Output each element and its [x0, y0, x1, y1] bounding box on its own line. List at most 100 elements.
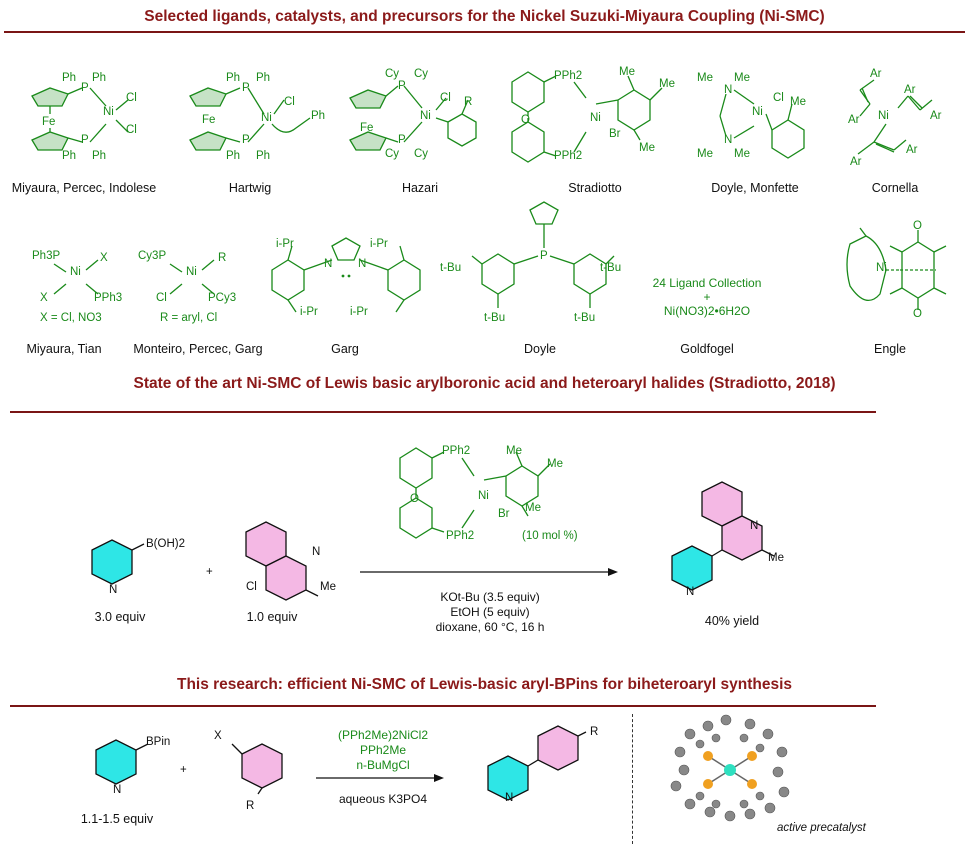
atom-o: O — [410, 493, 419, 505]
product-pyridine-n: N — [686, 586, 695, 598]
atom-me: Me — [734, 72, 750, 84]
atom-tbu: t-Bu — [574, 312, 596, 324]
tmeda-ni-structure — [719, 89, 805, 159]
reaction-1-condition: KOt-Bu (3.5 equiv) — [440, 590, 540, 604]
quinoline-n: N — [312, 546, 321, 558]
product-n: N — [750, 520, 759, 532]
atom-ph: Ph — [256, 72, 271, 84]
atom-ph: Ph — [62, 72, 77, 84]
atom-n: N — [324, 258, 333, 270]
boronic-acid-group: B(OH)2 — [146, 538, 185, 550]
atom-ph: Ph — [226, 150, 241, 162]
atom-me: Me — [659, 78, 675, 90]
atom-cy: Cy — [385, 148, 400, 160]
atom-tbu: t-Bu — [484, 312, 506, 324]
engle-structure — [846, 227, 947, 310]
ligand-label: Monteiro, Percec, Garg — [133, 342, 263, 356]
reaction-2-arrow — [316, 774, 444, 782]
miyaura-tian-note: X = Cl, NO3 — [40, 312, 102, 324]
atom-ni: Ni — [420, 110, 431, 122]
product-biheteroaryl — [671, 481, 775, 591]
atom-p: P — [81, 82, 89, 94]
atom-r: R — [464, 96, 473, 108]
cornella-structure — [857, 79, 933, 155]
atom-ni: Ni — [186, 266, 197, 278]
section-2-title: State of the art Ni-SMC of Lewis basic a… — [133, 375, 836, 392]
product-2-biaryl — [487, 725, 587, 801]
atom-ni: Ni — [878, 110, 889, 122]
ligand-label: Garg — [331, 342, 359, 356]
section-1-title: Selected ligands, catalysts, and precurs… — [144, 8, 825, 25]
section-2-rule — [10, 411, 876, 413]
atom-cy: Cy — [414, 68, 429, 80]
atom-me: Me — [639, 142, 655, 154]
atom-ni: Ni — [590, 112, 601, 124]
atom-pcy3: Cy3P — [138, 250, 167, 262]
atom-me: Me — [734, 148, 750, 160]
ligand-label: Hartwig — [228, 181, 272, 195]
product-2-r: R — [590, 726, 599, 738]
chloro: Cl — [246, 581, 257, 593]
plus-sign: + — [180, 764, 187, 776]
atom-p: P — [540, 250, 548, 262]
atom-br: Br — [609, 128, 621, 140]
atom-me: Me — [697, 148, 713, 160]
ligand-label: Stradiotto — [568, 181, 622, 195]
atom-tbu: t-Bu — [600, 262, 622, 274]
atom-me: Me — [697, 72, 713, 84]
atom-p: P — [398, 134, 406, 146]
atom-me: Me — [547, 458, 563, 470]
pyridine-n: N — [113, 784, 122, 796]
reagent2-equiv: 1.0 equiv — [246, 610, 298, 624]
ligand-label: Hazari — [401, 181, 439, 195]
atom-ph: Ph — [92, 72, 107, 84]
atom-p: P — [398, 80, 406, 92]
reaction-1-arrow — [360, 568, 618, 576]
ligand-label: Doyle — [524, 342, 556, 356]
atom-ipr: i-Pr — [350, 306, 368, 318]
ni-pcy3-structure — [169, 259, 215, 295]
product-2-n: N — [505, 792, 514, 804]
goldfogel-line2: + — [703, 290, 711, 304]
atom-ar: Ar — [870, 68, 882, 80]
atom-pph2: PPh2 — [554, 70, 583, 82]
reaction-2-condition: (PPh2Me)2NiCl2 — [337, 728, 429, 742]
atom-cl: Cl — [156, 292, 167, 304]
aryl-halide — [231, 743, 283, 795]
atom-ni: Ni — [261, 112, 272, 124]
goldfogel-line1: 24 Ligand Collection — [652, 276, 762, 290]
reagent1-equiv: 3.0 equiv — [94, 610, 146, 624]
atom-pcy3: PCy3 — [208, 292, 237, 304]
atom-ni: Ni — [70, 266, 81, 278]
methyl: Me — [320, 581, 336, 593]
atom-pph3: Ph3P — [32, 250, 61, 262]
plus-sign: + — [206, 566, 213, 578]
atom-ipr: i-Pr — [276, 238, 294, 250]
section-1-rule — [4, 31, 965, 33]
ni-pph3-structure — [53, 259, 99, 295]
atom-o: O — [913, 308, 922, 320]
atom-ar: Ar — [906, 144, 918, 156]
reaction-2-condition: PPh2Me — [359, 743, 407, 757]
reaction-1-condition: EtOH (5 equiv) — [450, 605, 530, 619]
pyridine-n: N — [109, 584, 118, 596]
catalyst-loading: (10 mol %) — [522, 530, 578, 542]
atom-me: Me — [506, 445, 522, 457]
atom-p: P — [242, 134, 250, 146]
atom-o: O — [521, 114, 530, 126]
hazari-structure — [349, 85, 477, 151]
monteiro-note: R = aryl, Cl — [160, 312, 218, 324]
atom-fe: Fe — [360, 122, 374, 134]
atom-pph2: PPh2 — [554, 150, 583, 162]
atom-ipr: i-Pr — [300, 306, 318, 318]
atom-ni: Ni — [478, 490, 489, 502]
product-me: Me — [768, 552, 784, 564]
atom-o: O — [913, 220, 922, 232]
atom-cy: Cy — [414, 148, 429, 160]
reaction-2-condition-bottom: aqueous K3PO4 — [338, 792, 428, 806]
halide-x: X — [214, 730, 222, 742]
atom-ph: Ph — [311, 110, 326, 122]
atom-cl: Cl — [284, 96, 295, 108]
dppf-nicl2-structure — [31, 87, 129, 151]
bpin-group: BPin — [146, 736, 171, 748]
